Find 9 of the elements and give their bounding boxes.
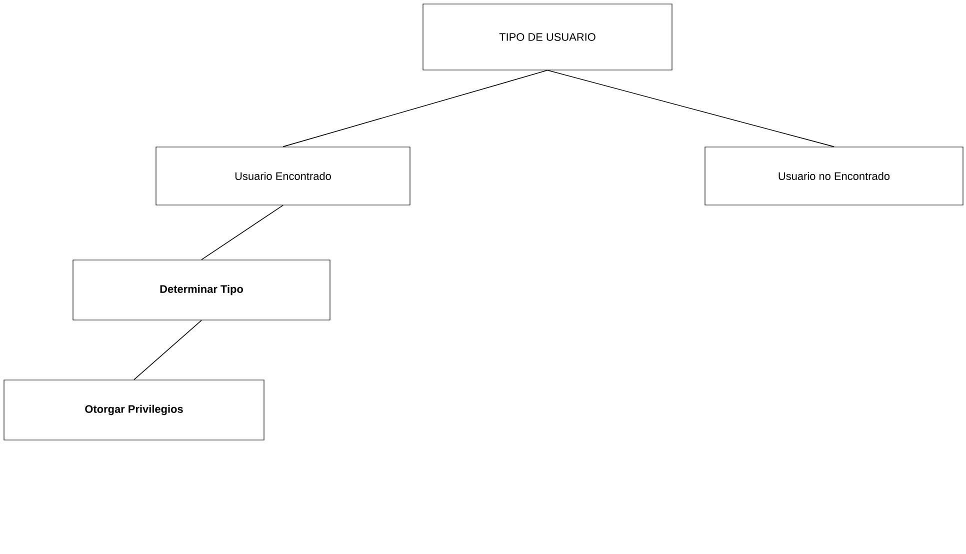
process-box: Otorgar Privilegios: [4, 380, 264, 440]
connector-line: [201, 204, 284, 260]
process-box: Usuario no Encontrado: [704, 146, 964, 206]
process-box: Usuario Encontrado: [156, 146, 410, 206]
connector-line: [282, 70, 548, 148]
connector-line: [134, 320, 202, 380]
process-box: Determinar Tipo: [72, 260, 330, 320]
connector-line: [547, 70, 834, 148]
process-box: TIPO DE USUARIO: [422, 4, 672, 70]
